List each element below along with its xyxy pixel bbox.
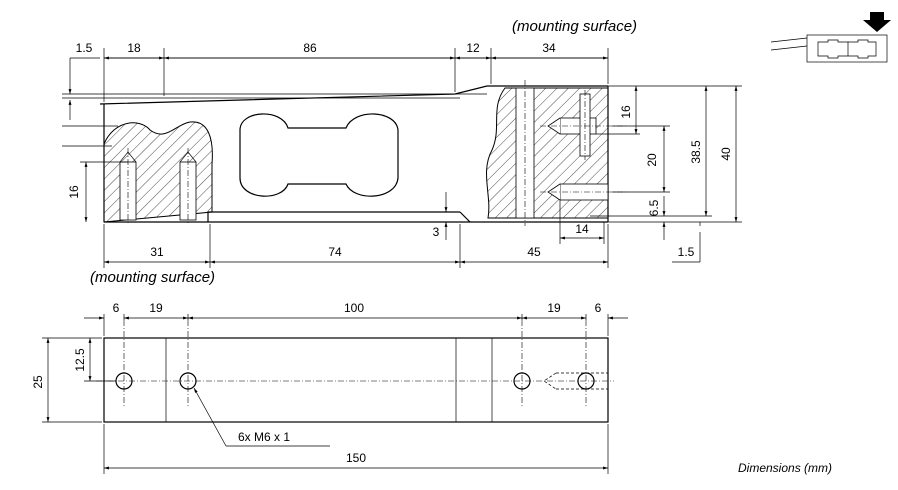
dim-top-3: 100 — [344, 301, 364, 315]
dim-side-top-2: 18 — [127, 41, 141, 55]
dim-top-4: 19 — [547, 301, 561, 315]
dim-side-top-4: 12 — [466, 41, 480, 55]
dim-side-top-5: 34 — [542, 41, 556, 55]
dim-side-right-1: 16 — [619, 105, 633, 119]
thread-note: 6x M6 x 1 — [238, 430, 290, 444]
dim-overall-length: 150 — [346, 451, 366, 465]
dim-top-1: 6 — [113, 301, 120, 315]
dim-side-top-3: 86 — [303, 41, 317, 55]
dim-side-bottom-3: 45 — [527, 245, 541, 259]
dimensions-note: Dimensions (mm) — [738, 461, 832, 475]
mounting-surface-label-bottom: (mounting surface) — [90, 269, 215, 286]
dim-side-right-5: 6.5 — [647, 199, 661, 216]
dim-top-5: 6 — [595, 301, 602, 315]
load-cell-icon — [770, 12, 891, 63]
dim-side-gap: 3 — [433, 225, 440, 239]
dim-top-2: 19 — [149, 301, 163, 315]
dim-side-left: 16 — [67, 185, 81, 199]
dim-top-left-inner: 12.5 — [73, 348, 87, 372]
load-arrow-icon — [863, 12, 891, 32]
dim-side-top-1: 1.5 — [76, 41, 93, 55]
mounting-surface-label-top: (mounting surface) — [512, 18, 637, 35]
dim-side-bottom-1: 31 — [150, 245, 164, 259]
dim-side-right-4: 40 — [719, 147, 733, 161]
dim-side-right-7: 1.5 — [678, 245, 695, 259]
side-view: 1.5 18 86 12 34 16 31 74 45 3 14 — [62, 18, 742, 286]
dim-side-right-2: 20 — [645, 153, 659, 167]
top-view: 6 19 100 19 6 25 12.5 6x M6 x 1 150 Dime… — [31, 301, 832, 475]
dim-top-left-outer: 25 — [31, 375, 45, 389]
dim-side-right-6: 14 — [575, 222, 589, 236]
dim-side-bottom-2: 74 — [328, 245, 342, 259]
dim-side-right-3: 38.5 — [689, 140, 703, 164]
